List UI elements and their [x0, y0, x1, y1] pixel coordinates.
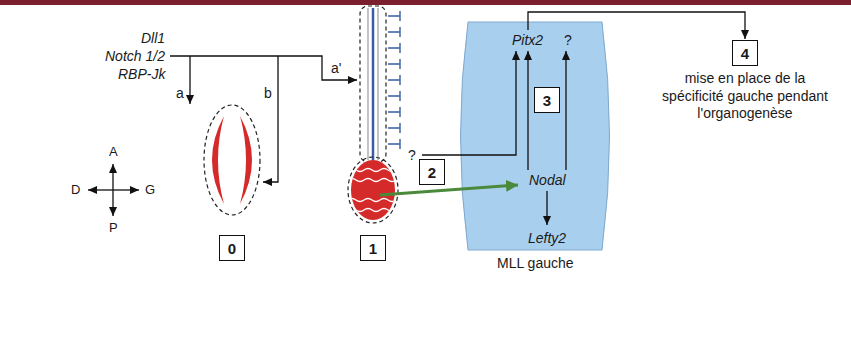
axis-letter: G: [145, 182, 155, 198]
green-arrow: [380, 185, 518, 195]
gene-name: Nodal: [529, 172, 566, 189]
step-number: 0: [228, 241, 236, 256]
embryo-zero: [204, 105, 260, 215]
step-number: 4: [741, 46, 749, 61]
outcome-note: mise en place de la spécificité gauche p…: [656, 70, 834, 123]
step-number-box: 3: [534, 87, 560, 113]
pathway-letter: a': [331, 60, 341, 77]
step-number: 2: [428, 165, 436, 180]
gene-name: Notch 1/2: [105, 48, 165, 65]
top-bar: [0, 0, 851, 5]
unknown-factor: ?: [408, 147, 416, 164]
gene-name: RBP-Jk: [118, 66, 165, 83]
gene-name: Lefty2: [528, 230, 566, 247]
step-number-box: 2: [419, 159, 445, 185]
region-label: MLL gauche: [497, 255, 574, 272]
pathway-letter: a: [176, 85, 184, 102]
gene-name: Pitx2: [512, 32, 543, 49]
axis-letter: A: [109, 144, 118, 160]
step-number-box: 0: [219, 235, 245, 261]
step-number: 3: [543, 93, 551, 108]
region-shape: [450, 20, 620, 252]
signal-arrows: [88, 12, 745, 225]
embryo-one: [348, 6, 400, 223]
pathway-letter: b: [264, 85, 272, 102]
step-number-box: 1: [360, 235, 386, 261]
step-number-box: 4: [732, 40, 758, 66]
axis-letter: D: [71, 182, 80, 198]
axis-letter: P: [109, 220, 118, 236]
gene-name: Dll1: [141, 30, 165, 47]
unknown-factor: ?: [564, 32, 572, 49]
step-number: 1: [369, 241, 377, 256]
